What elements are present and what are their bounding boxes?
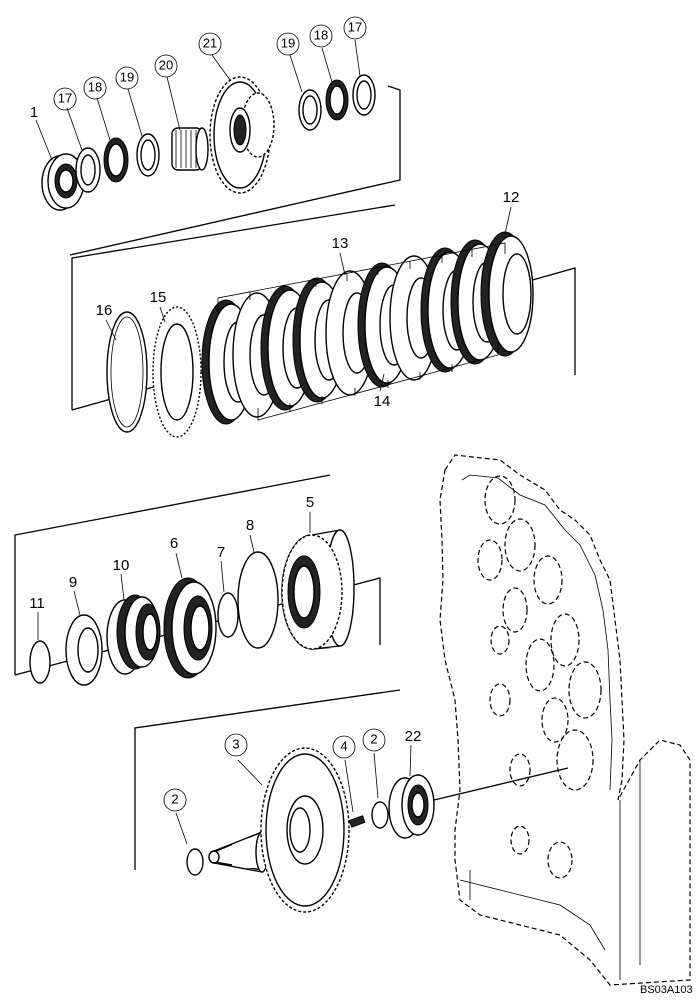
figure-code: BS03A103 [640,984,693,996]
callout-18-left: 18 [88,79,102,94]
part-5-clutch-drum [281,529,355,650]
part-17-ring-right [352,74,376,116]
callout-18-right: 18 [314,27,328,42]
part-22-bearing [388,774,435,839]
callout-20: 20 [159,57,173,72]
part-18-snap-ring [103,137,129,183]
callout-4: 4 [340,738,347,753]
part-3-gear-shaft [208,747,350,913]
part-17-ring [75,147,101,193]
callout-22: 22 [405,728,422,745]
callout-2-left: 2 [171,791,178,806]
part-20-needle-bearing [171,127,209,171]
callout-labels: 1 17 18 19 20 21 19 18 17 12 13 16 15 14… [29,16,520,812]
transmission-housing [439,454,691,986]
callout-15: 15 [150,289,167,306]
callout-21: 21 [203,35,217,50]
part-15-end-plate [152,306,202,438]
callout-14: 14 [374,393,391,410]
group-top-shaft-assembly [35,39,401,256]
part-8-seal [237,551,279,649]
part-16-snap-ring [106,311,148,433]
bracket-mid-top [71,204,396,410]
callout-2-right: 2 [370,731,377,746]
group-clutch-pack [71,204,576,438]
callout-19-left: 19 [120,69,134,84]
bracket-top [69,85,401,256]
bracket-low-top [14,474,331,675]
part-10-piston [106,594,161,675]
callout-16: 16 [96,302,113,319]
clutch-disc-stack [201,231,534,425]
bracket-13 [217,242,506,312]
part-4-pin [348,815,366,828]
group-piston-drum [14,474,381,686]
callout-3: 3 [232,736,239,751]
part-1-bearing [41,153,85,211]
callout-12: 12 [503,189,520,206]
callout-1: 1 [30,104,38,121]
part-21-gear [209,76,275,194]
part-9-washer [65,614,103,686]
callout-7: 7 [217,544,225,561]
part-2-snap-ring-left [186,848,204,876]
callout-13: 13 [332,235,349,252]
callout-8: 8 [246,517,254,534]
callout-9: 9 [69,574,77,591]
callout-17-right: 17 [348,19,362,34]
group-output-shaft [134,689,569,913]
part-18-snap-ring-right [325,79,349,121]
part-6-piston-housing [163,577,217,679]
bracket-14 [257,342,499,421]
part-7-o-ring [217,592,239,638]
callout-6: 6 [170,535,178,552]
part-19-washer [136,133,160,177]
callout-19-right: 19 [281,35,295,50]
callout-10: 10 [113,557,130,574]
part-19-washer-right [298,89,322,131]
callout-11: 11 [29,595,45,612]
part-11-snap-ring [29,640,51,684]
bracket-bottom-top [134,689,401,870]
part-2-snap-ring-right [371,801,389,829]
callout-5: 5 [306,494,314,511]
callout-17-left: 17 [58,90,72,105]
